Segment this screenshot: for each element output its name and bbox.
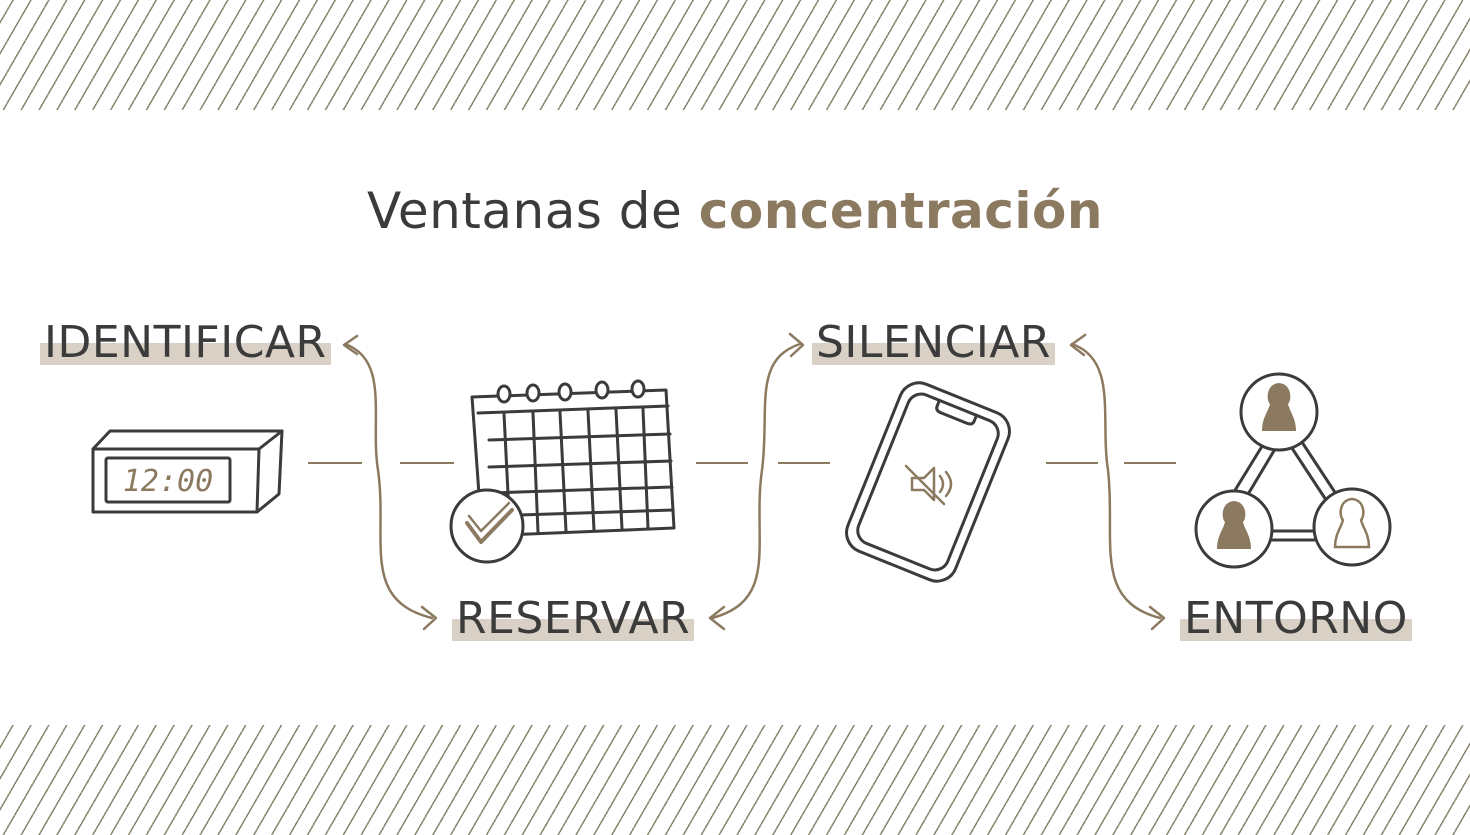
alarm-clock-icon: 12:00 (91, 429, 284, 514)
arrow-identificar-reservar (343, 342, 434, 620)
people-network-icon (1194, 372, 1392, 569)
arrow-reservar-silenciar (710, 342, 802, 620)
clock-display: 12:00 (123, 464, 213, 499)
top-stripe-band (0, 0, 1470, 110)
step-label-silenciar: SILENCIAR (812, 321, 1056, 365)
step-label-identificar: IDENTIFICAR (40, 321, 331, 365)
title-accent: concentración (698, 182, 1103, 240)
step-label-entorno: ENTORNO (1180, 597, 1412, 641)
title-prefix: Ventanas de (367, 182, 699, 240)
arrowhead-silenciar (788, 332, 805, 358)
arrowhead-identificar (342, 334, 359, 356)
arrowhead-entorno (1148, 605, 1166, 631)
arrowhead-reservar (420, 605, 438, 631)
step-label-reservar: RESERVAR (452, 597, 695, 641)
muted-phone-icon (845, 381, 1011, 583)
arrow-silenciar-entorno (1070, 342, 1162, 620)
arrowhead-reservar-left (708, 605, 726, 631)
bottom-stripe-band (0, 725, 1470, 835)
arrowhead-silenciar-right (1069, 333, 1087, 357)
page-title: Ventanas de concentración (0, 182, 1470, 240)
flow-arrows (342, 332, 1166, 631)
calendar-check-icon (449, 379, 676, 564)
